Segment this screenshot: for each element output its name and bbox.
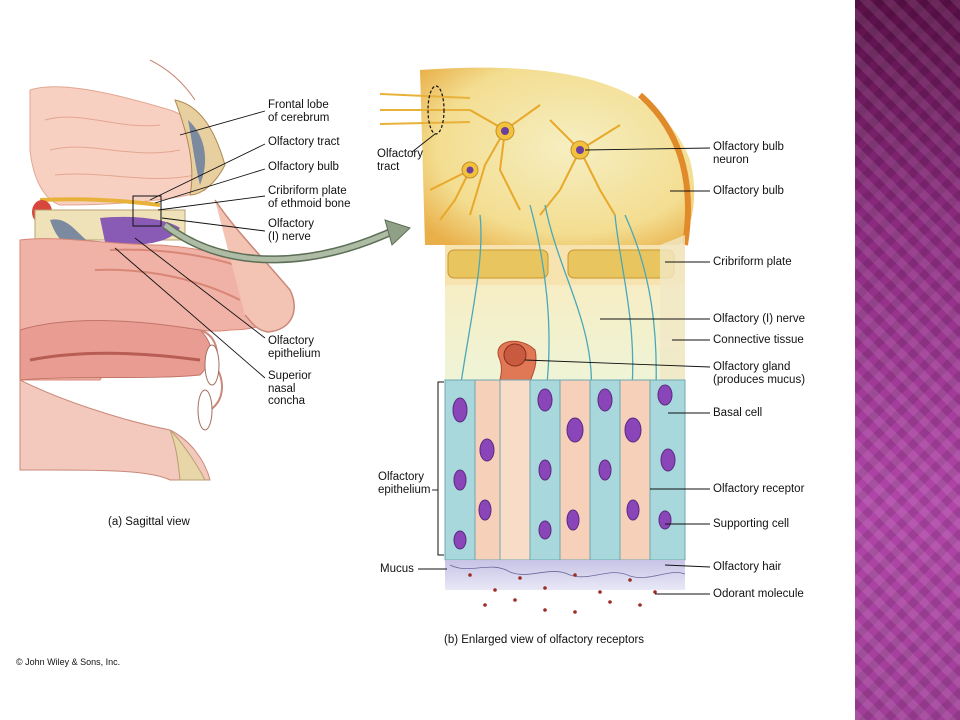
label-olfactory-tract-a: Olfactory tract bbox=[268, 136, 340, 148]
label-olfactory-bulb-neuron: Olfactory bulb neuron bbox=[713, 141, 784, 166]
label-cribriform-plate-a: Cribriform plate of ethmoid bone bbox=[268, 185, 351, 210]
label-olfactory-nerve-b: Olfactory (I) nerve bbox=[713, 313, 806, 325]
copyright-notice: © John Wiley & Sons, Inc. bbox=[16, 657, 121, 667]
label-mucus: Mucus bbox=[380, 563, 414, 575]
label-olfactory-tract-b: Olfactory tract bbox=[377, 148, 424, 173]
label-connective-tissue: Connective tissue bbox=[713, 334, 804, 346]
odorant-molecules bbox=[468, 573, 657, 614]
decorative-sidebar bbox=[855, 0, 960, 720]
olfactory-bulb-shape bbox=[420, 67, 695, 245]
label-superior-nasal-concha: Superior nasal concha bbox=[268, 370, 312, 407]
label-cribriform-plate-b: Cribriform plate bbox=[713, 256, 792, 268]
label-olfactory-gland: Olfactory gland (produces mucus) bbox=[713, 361, 806, 386]
label-olfactory-nerve-a: Olfactory (I) nerve bbox=[268, 218, 315, 243]
tract-cross-section bbox=[427, 85, 445, 135]
label-frontal-lobe: Frontal lobe of cerebrum bbox=[268, 99, 330, 124]
caption-enlarged-view: (b) Enlarged view of olfactory receptors bbox=[444, 634, 645, 646]
epithelium-cells bbox=[444, 379, 686, 561]
mucus-layer bbox=[445, 560, 685, 590]
caption-sagittal-view: (a) Sagittal view bbox=[108, 516, 190, 528]
label-supporting-cell: Supporting cell bbox=[713, 518, 790, 530]
bulb-neurons bbox=[429, 104, 621, 221]
jaw bbox=[19, 379, 211, 481]
olfactory-tract-shape bbox=[39, 197, 161, 207]
cell-nuclei bbox=[452, 384, 676, 550]
label-olfactory-hair: Olfactory hair bbox=[713, 561, 782, 573]
label-olfactory-bulb-b: Olfactory bulb bbox=[713, 185, 784, 197]
olfactory-epithelium-patch bbox=[100, 216, 180, 245]
enlarged-region-box bbox=[132, 195, 162, 227]
olfactory-figure bbox=[19, 59, 711, 614]
label-olfactory-epithelium-a: Olfactory epithelium bbox=[268, 335, 321, 360]
enlarged-view-illustration bbox=[379, 67, 711, 614]
label-olfactory-bulb-a: Olfactory bulb bbox=[268, 161, 339, 173]
label-olfactory-receptor: Olfactory receptor bbox=[713, 483, 805, 495]
label-odorant-molecule: Odorant molecule bbox=[713, 588, 804, 600]
oral-cavity bbox=[19, 320, 212, 381]
sagittal-view-illustration bbox=[19, 59, 411, 481]
label-olfactory-epithelium-b: Olfactory epithelium bbox=[378, 471, 431, 496]
nose bbox=[214, 199, 295, 333]
label-basal-cell: Basal cell bbox=[713, 407, 763, 419]
epithelium-bracket bbox=[437, 381, 444, 556]
connective-tissue-shape bbox=[445, 285, 685, 385]
